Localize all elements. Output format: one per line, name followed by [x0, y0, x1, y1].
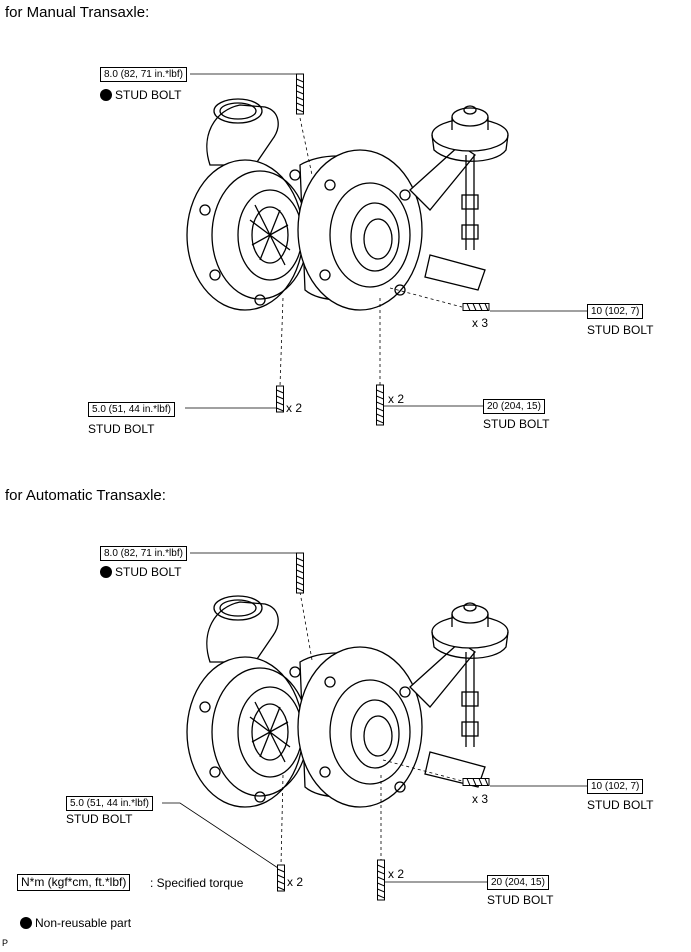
- manual-left-stud-bolt: [276, 385, 284, 413]
- manual-top-stud-bolt: [296, 73, 304, 115]
- automatic-mid-stud-bolt: [377, 859, 385, 901]
- nonreusable-dot-icon: [20, 917, 32, 929]
- manual-left-multiplier: x 2: [286, 401, 303, 415]
- legend-nonreusable-text: Non-reusable part: [35, 916, 132, 930]
- automatic-mid-torque: 20 (204, 15): [487, 875, 549, 890]
- automatic-top-label: STUD BOLT: [100, 565, 181, 579]
- automatic-top-label-text: STUD BOLT: [115, 565, 182, 579]
- legend-nonreusable: Non-reusable part: [20, 916, 131, 930]
- manual-right-label: STUD BOLT: [587, 323, 654, 337]
- manual-left-torque: 5.0 (51, 44 in.*lbf): [88, 402, 175, 417]
- figure-code: P: [2, 938, 9, 948]
- manual-top-torque: 8.0 (82, 71 in.*lbf): [100, 67, 187, 82]
- automatic-mid-multiplier: x 2: [388, 867, 405, 881]
- manual-turbo-assembly: [186, 98, 509, 311]
- manual-mid-label: STUD BOLT: [483, 417, 550, 431]
- automatic-right-stud-bolt: [462, 778, 490, 786]
- manual-right-stud-bolt: [462, 303, 490, 311]
- legend-torque-box: N*m (kgf*cm, ft.*lbf): [17, 874, 131, 891]
- automatic-left-label: STUD BOLT: [66, 812, 133, 826]
- manual-left-label: STUD BOLT: [88, 422, 155, 436]
- automatic-left-stud-bolt: [277, 864, 285, 892]
- automatic-right-label: STUD BOLT: [587, 798, 654, 812]
- automatic-turbo-assembly: [186, 595, 509, 808]
- automatic-top-stud-bolt: [296, 552, 304, 594]
- automatic-left-multiplier: x 2: [287, 875, 304, 889]
- automatic-right-multiplier: x 3: [472, 792, 489, 806]
- manual-top-label-text: STUD BOLT: [115, 88, 182, 102]
- automatic-left-torque: 5.0 (51, 44 in.*lbf): [66, 796, 153, 811]
- legend-torque-text: : Specified torque: [150, 876, 244, 890]
- manual-mid-stud-bolt: [376, 384, 384, 426]
- manual-right-multiplier: x 3: [472, 316, 489, 330]
- manual-top-label: STUD BOLT: [100, 88, 181, 102]
- manual-right-torque: 10 (102, 7): [587, 304, 644, 319]
- manual-mid-multiplier: x 2: [388, 392, 405, 406]
- automatic-heading: for Automatic Transaxle:: [5, 487, 166, 504]
- manual-mid-torque: 20 (204, 15): [483, 399, 545, 414]
- automatic-mid-label: STUD BOLT: [487, 893, 554, 907]
- nonreusable-dot-icon: [100, 89, 112, 101]
- automatic-right-torque: 10 (102, 7): [587, 779, 644, 794]
- automatic-top-torque: 8.0 (82, 71 in.*lbf): [100, 546, 187, 561]
- manual-heading: for Manual Transaxle:: [5, 4, 150, 21]
- nonreusable-dot-icon: [100, 566, 112, 578]
